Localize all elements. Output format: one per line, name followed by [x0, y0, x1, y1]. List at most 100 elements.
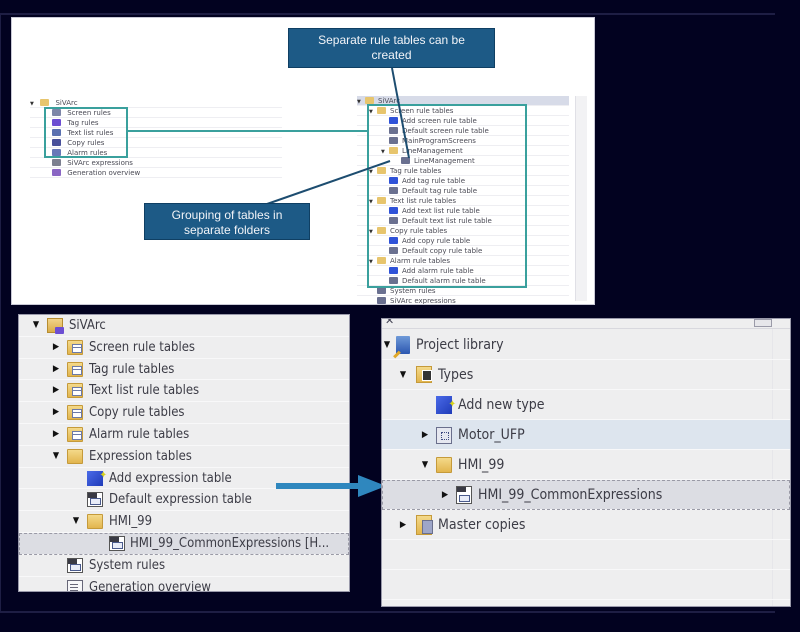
tree-label: Default copy rule table	[402, 247, 483, 255]
tree-label: Screen rule tables	[89, 339, 195, 355]
tree-item-types[interactable]: ▼ Types	[382, 360, 790, 390]
folder-icon	[377, 257, 386, 264]
tree-item-master-copies[interactable]: ▶ Master copies	[382, 510, 790, 540]
tree-item-hmi-99-common-expressions[interactable]: ▶ HMI_99_CommonExpressions	[382, 480, 790, 510]
collapsed-caret-icon[interactable]: ▶	[52, 363, 60, 374]
tree-item-add-text-list-rule-table[interactable]: Add text list rule table	[357, 206, 569, 216]
tree-item-tag-rules[interactable]: Tag rules	[30, 118, 282, 128]
tree-item-add-alarm-rule-table[interactable]: Add alarm rule table	[357, 266, 569, 276]
tree-label: Add copy rule table	[402, 237, 471, 245]
tree-item-alarm-rules[interactable]: Alarm rules	[30, 148, 282, 158]
tree-item-linemanagement[interactable]: LineManagement	[357, 156, 569, 166]
expanded-caret-icon[interactable]: ▼	[399, 370, 407, 380]
tree-item-alarm-rule-tables[interactable]: ▼ Alarm rule tables	[357, 256, 569, 266]
tree-item-add-copy-rule-table[interactable]: Add copy rule table	[357, 236, 569, 246]
generation-overview-icon	[52, 169, 61, 176]
tree-item-default-alarm-rule-table[interactable]: Default alarm rule table	[357, 276, 569, 286]
empty-row	[382, 540, 790, 570]
collapsed-caret-icon[interactable]: ▶	[52, 428, 60, 439]
tree-item-text-list-rule-tables[interactable]: ▶ Text list rule tables	[19, 380, 349, 403]
callout-separate-rule-tables: Separate rule tables can be created	[288, 28, 495, 68]
expression-table-type-icon	[109, 535, 125, 551]
expanded-caret-icon[interactable]: ▼	[421, 460, 429, 470]
tree-item-expression-tables[interactable]: ▼ Expression tables	[19, 446, 349, 468]
tree-label: Screen rules	[67, 109, 111, 117]
tree-item-sivarc-expressions[interactable]: SiVArc expressions	[357, 296, 569, 304]
tree-item-copy-rule-tables[interactable]: ▼Copy rule tables	[357, 226, 569, 236]
sivarc-folder-icon	[365, 97, 374, 104]
tree-label: Add tag rule table	[402, 177, 465, 185]
tree-item-hmi-99-folder[interactable]: ▼ HMI_99	[382, 450, 790, 480]
tree-item-default-copy-rule-table[interactable]: Default copy rule table	[357, 246, 569, 256]
tree-label: Expression tables	[89, 448, 192, 464]
expressions-icon	[52, 159, 61, 166]
expand-caret-icon[interactable]: ▼	[369, 259, 373, 265]
tree-label: Tag rules	[67, 119, 99, 127]
alarm-rule-folder-icon	[67, 426, 83, 442]
tree-item-alarm-rule-tables[interactable]: ▶ Alarm rule tables	[19, 424, 349, 446]
mini-tree-scrollbar[interactable]	[575, 96, 587, 301]
library-tree: ▼ Project library ▼ Types Add new type ▶…	[382, 330, 790, 600]
tree-label: Alarm rule tables	[390, 257, 450, 265]
hmi-99-folder-icon	[436, 457, 452, 473]
tree-label: Default alarm rule table	[402, 277, 486, 285]
tree-item-screen-rule-tables[interactable]: ▼Screen rule tables	[357, 106, 569, 116]
collapsed-caret-icon[interactable]: ▶	[421, 430, 429, 440]
collapsed-caret-icon[interactable]: ▶	[52, 341, 60, 352]
tree-root-sivarc[interactable]: ▼ SiVArc	[19, 315, 349, 337]
tree-item-motor-ufp[interactable]: ▶ Motor_UFP	[382, 420, 790, 450]
table-icon	[389, 277, 398, 284]
expand-caret-icon[interactable]: ▼	[369, 229, 373, 235]
tree-item-default-expression-table[interactable]: Default expression table	[19, 489, 349, 512]
expression-table-icon	[87, 492, 103, 508]
tree-label: SiVArc	[69, 318, 106, 333]
tree-item-sivarc-expressions[interactable]: SiVArc expressions	[30, 158, 282, 168]
expanded-caret-icon[interactable]: ▼	[72, 516, 80, 527]
expanded-caret-icon[interactable]: ▼	[383, 340, 391, 350]
rule-tables-comparison-image: ▼ SiVArc Screen rules Tag rules Text lis…	[11, 17, 595, 305]
expand-caret-icon[interactable]: ▼	[369, 109, 373, 115]
tree-item-generation-overview[interactable]: Generation overview	[19, 577, 349, 591]
screen-rule-folder-icon	[67, 339, 83, 355]
collapsed-caret-icon[interactable]: ▶	[399, 520, 407, 530]
tree-label: Types	[438, 367, 474, 383]
add-icon	[389, 267, 398, 274]
tree-item-copy-rule-tables[interactable]: ▶ Copy rule tables	[19, 402, 349, 424]
collapsed-caret-icon[interactable]: ▶	[52, 385, 60, 396]
expand-caret-icon[interactable]: ▼	[357, 99, 361, 105]
tree-root-sivarc[interactable]: ▼ SiVArc	[30, 98, 282, 108]
legacy-sivarc-tree: ▼ SiVArc Screen rules Tag rules Text lis…	[30, 98, 282, 178]
alarm-rules-icon	[52, 149, 61, 156]
collapsed-caret-icon[interactable]: ▶	[52, 407, 60, 418]
copy-rule-folder-icon	[67, 405, 83, 421]
tree-label: Add new type	[458, 397, 545, 413]
expanded-caret-icon[interactable]: ▼	[32, 320, 40, 330]
tree-item-generation-overview[interactable]: Generation overview	[30, 168, 282, 178]
tree-item-screen-rule-tables[interactable]: ▶ Screen rule tables	[19, 337, 349, 359]
expand-caret-icon[interactable]: ▼	[381, 149, 385, 155]
add-new-icon	[87, 465, 107, 486]
tree-item-add-tag-rule-table[interactable]: Add tag rule table	[357, 176, 569, 186]
tree-item-default-tag-rule-table[interactable]: Default tag rule table	[357, 186, 569, 196]
collapsed-caret-icon[interactable]: ▶	[441, 490, 449, 500]
tree-item-copy-rules[interactable]: Copy rules	[30, 138, 282, 148]
add-icon	[389, 207, 398, 214]
minimize-button[interactable]	[754, 319, 772, 327]
tree-label: HMI_99_CommonExpressions [H...	[130, 535, 330, 551]
tree-item-text-list-rules[interactable]: Text list rules	[30, 128, 282, 138]
expanded-caret-icon[interactable]: ▼	[52, 450, 60, 461]
tree-item-system-rules[interactable]: System rules	[19, 555, 349, 577]
tree-item-project-library[interactable]: ▼ Project library	[382, 330, 790, 360]
tree-item-add-expression-table[interactable]: Add expression table	[19, 465, 349, 490]
tree-item-default-text-list-rule-table[interactable]: Default text list rule table	[357, 216, 569, 226]
tree-item-hmi-99-folder[interactable]: ▼ HMI_99	[19, 511, 349, 533]
tree-label: Copy rule tables	[89, 405, 185, 421]
tree-item-add-new-type[interactable]: Add new type	[382, 390, 790, 420]
tree-item-hmi-99-common-expressions[interactable]: HMI_99_CommonExpressions [H...	[19, 532, 349, 555]
tree-item-screen-rules[interactable]: Screen rules	[30, 108, 282, 118]
expand-caret-icon[interactable]: ▼	[30, 101, 34, 107]
callout-grouping-folders: Grouping of tables in separate folders	[144, 203, 310, 240]
tree-item-system-rules[interactable]: System rules	[357, 286, 569, 296]
tree-item-tag-rule-tables[interactable]: ▶ Tag rule tables	[19, 359, 349, 381]
close-icon[interactable]: ✕	[385, 318, 395, 327]
